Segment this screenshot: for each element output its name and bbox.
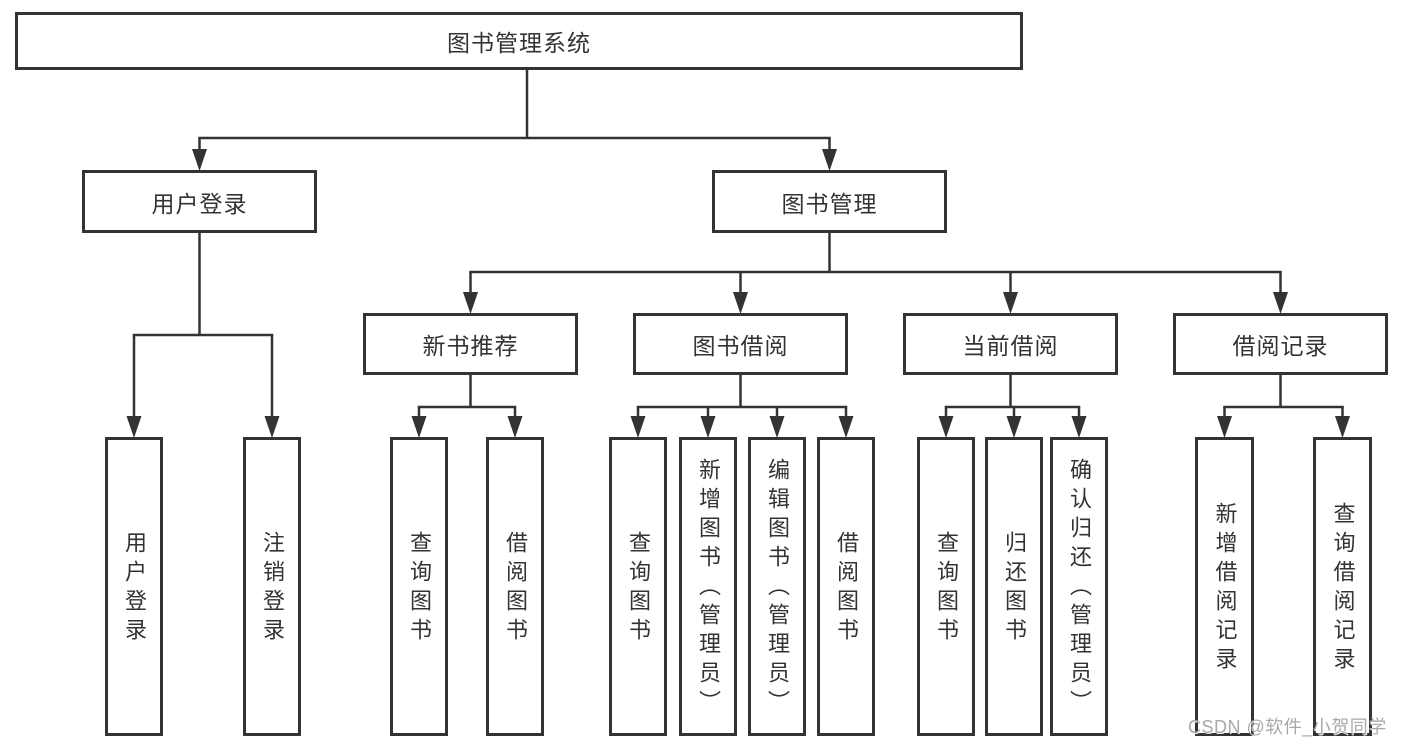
node-label: 图书管理 bbox=[781, 190, 878, 217]
arrowhead-icon bbox=[192, 149, 207, 171]
arrowhead-icon bbox=[630, 416, 646, 438]
node-label: 编辑图书（管理员） bbox=[765, 458, 790, 719]
node-book-borrowing: 图书借阅 bbox=[633, 313, 848, 375]
node-br-query-borrow-record: 查询借阅记录 bbox=[1313, 437, 1372, 736]
arrowhead-icon bbox=[822, 149, 837, 171]
arrowhead-icon bbox=[463, 292, 478, 314]
arrowhead-icon bbox=[700, 416, 716, 438]
node-library-system: 图书管理系统 bbox=[15, 12, 1023, 70]
arrowhead-icon bbox=[507, 416, 523, 438]
arrowhead-icon bbox=[1217, 416, 1232, 438]
node-nb-query-books: 查询图书 bbox=[390, 437, 448, 736]
node-bb-add-book: 新增图书（管理员） bbox=[679, 437, 737, 736]
node-bb-borrow-books: 借阅图书 bbox=[817, 437, 875, 736]
node-label: 查询图书 bbox=[407, 530, 432, 647]
node-label: 查询图书 bbox=[934, 530, 959, 647]
arrowhead-icon bbox=[938, 416, 954, 438]
node-new-book-recommend: 新书推荐 bbox=[363, 313, 578, 375]
node-cb-query-books: 查询图书 bbox=[917, 437, 975, 736]
node-label: 查询借阅记录 bbox=[1330, 501, 1356, 676]
node-label: 借阅图书 bbox=[503, 530, 528, 647]
arrowhead-icon bbox=[838, 416, 854, 438]
arrowhead-icon bbox=[733, 292, 748, 314]
node-label: 新增借阅记录 bbox=[1212, 501, 1238, 676]
arrowhead-icon bbox=[1071, 416, 1087, 438]
node-br-add-borrow-record: 新增借阅记录 bbox=[1195, 437, 1254, 736]
node-current-borrowing: 当前借阅 bbox=[903, 313, 1118, 375]
arrowhead-icon bbox=[1273, 292, 1288, 314]
arrowhead-icon bbox=[411, 416, 427, 438]
node-bb-query-books: 查询图书 bbox=[609, 437, 667, 736]
node-borrowing-records: 借阅记录 bbox=[1173, 313, 1388, 375]
node-label: 借阅记录 bbox=[1232, 333, 1329, 359]
node-nb-borrow-books: 借阅图书 bbox=[486, 437, 544, 736]
node-label: 确认归还（管理员） bbox=[1067, 458, 1092, 719]
node-label: 查询图书 bbox=[626, 530, 651, 647]
node-cb-confirm-return: 确认归还（管理员） bbox=[1050, 437, 1108, 736]
node-user-login: 用户登录 bbox=[82, 170, 317, 233]
node-leaf-user-login: 用户登录 bbox=[105, 437, 163, 736]
node-bb-edit-book: 编辑图书（管理员） bbox=[748, 437, 806, 736]
watermark: CSDN @软件_小贺同学 bbox=[1188, 717, 1387, 737]
node-label: 当前借阅 bbox=[962, 333, 1059, 359]
node-label: 图书借阅 bbox=[692, 333, 789, 359]
node-label: 用户登录 bbox=[122, 530, 147, 647]
arrowhead-icon bbox=[769, 416, 785, 438]
node-label: 新书推荐 bbox=[422, 333, 519, 359]
arrowhead-icon bbox=[1006, 416, 1022, 438]
node-cb-return-book: 归还图书 bbox=[985, 437, 1043, 736]
arrowhead-icon bbox=[126, 416, 142, 438]
node-label: 用户登录 bbox=[151, 190, 248, 217]
node-label: 新增图书（管理员） bbox=[696, 458, 721, 719]
node-label: 图书管理系统 bbox=[447, 30, 591, 56]
arrowhead-icon bbox=[1335, 416, 1350, 438]
node-label: 注销登录 bbox=[260, 530, 285, 647]
node-label: 归还图书 bbox=[1002, 530, 1027, 647]
arrowhead-icon bbox=[264, 416, 280, 438]
node-label: 借阅图书 bbox=[834, 530, 859, 647]
node-leaf-logout: 注销登录 bbox=[243, 437, 301, 736]
node-book-management: 图书管理 bbox=[712, 170, 947, 233]
arrowhead-icon bbox=[1003, 292, 1018, 314]
